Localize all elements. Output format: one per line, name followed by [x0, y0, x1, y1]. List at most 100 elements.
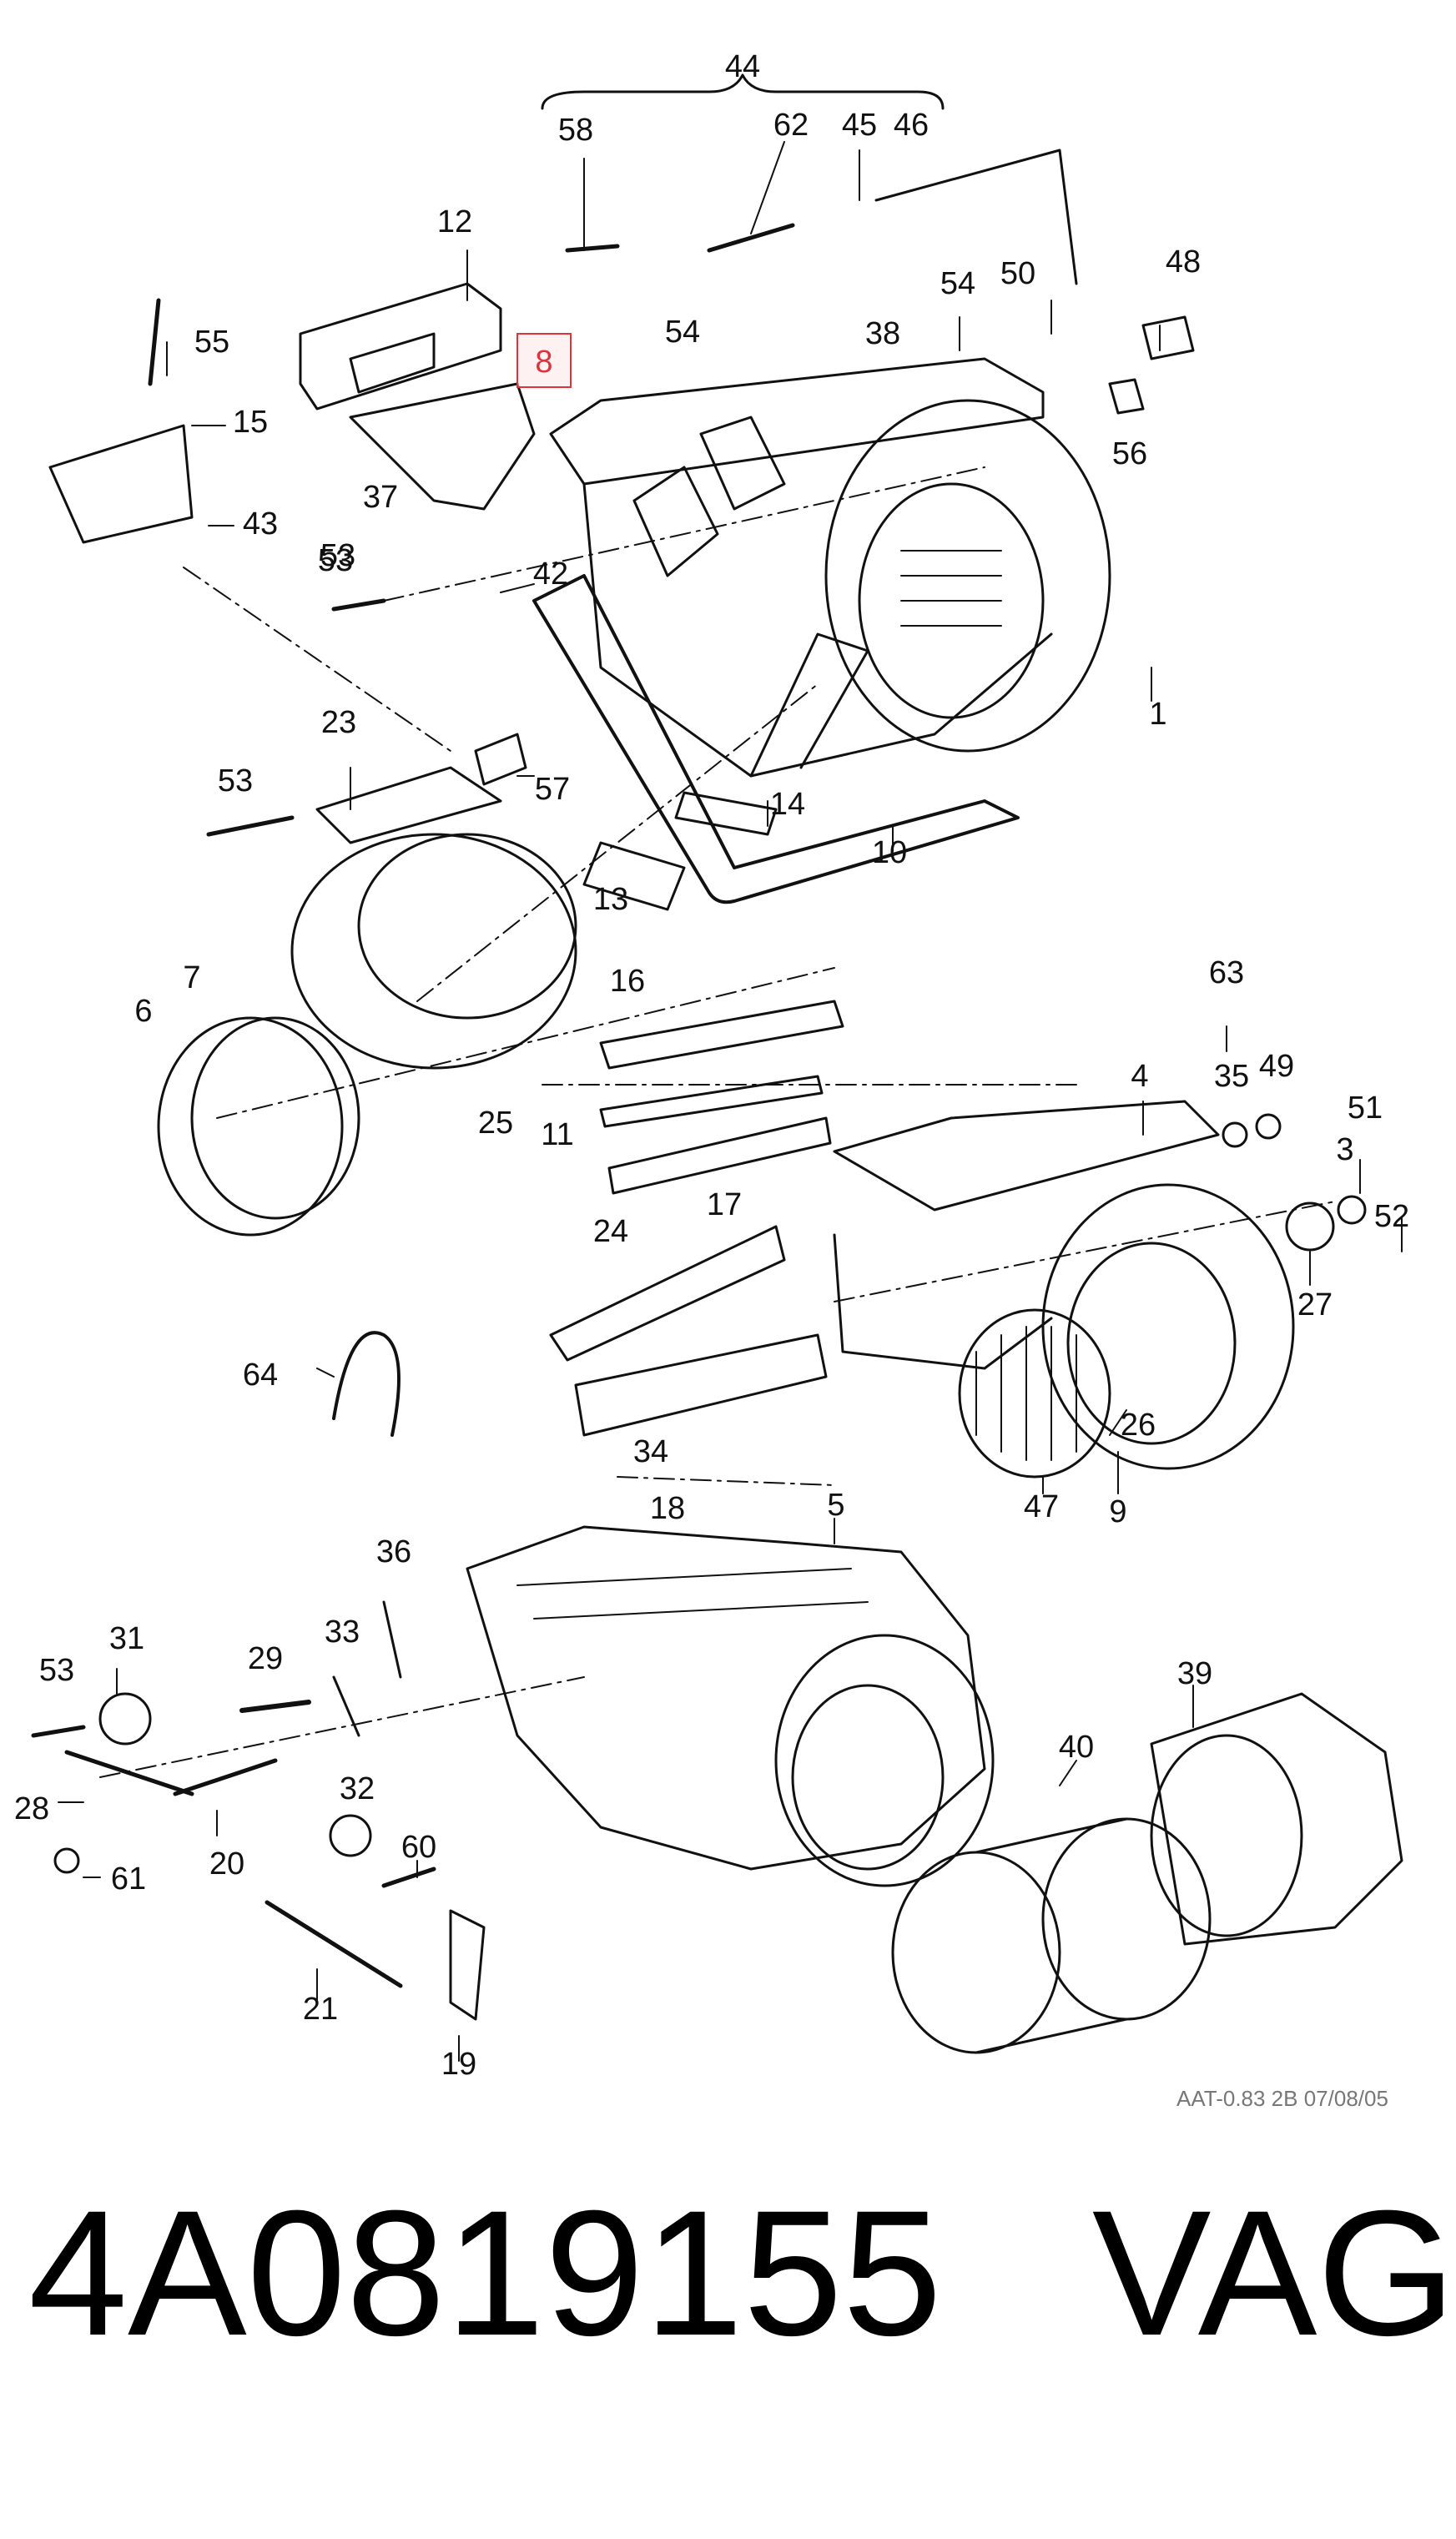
- blower-wheel-47: [958, 1308, 1111, 1479]
- callout-20: 20: [209, 1846, 244, 1882]
- callout-14: 14: [770, 787, 805, 822]
- callout-1: 1: [1149, 697, 1166, 732]
- flap-11: [599, 1075, 824, 1128]
- callout-53: 53: [218, 763, 253, 798]
- callout-48: 48: [1166, 244, 1201, 280]
- screw-53a: [206, 815, 295, 837]
- callout-50: 50: [1000, 256, 1035, 291]
- callout-23: 23: [321, 705, 356, 740]
- callout-28: 28: [14, 1791, 49, 1826]
- callout-62: 62: [773, 108, 809, 143]
- duct-ring-23: [290, 833, 577, 1070]
- callout-36: 36: [376, 1534, 411, 1569]
- callout-38: 38: [865, 316, 900, 351]
- callout-25: 25: [478, 1106, 513, 1141]
- linkage-28: [64, 1750, 194, 1796]
- hub-27: [1285, 1201, 1335, 1252]
- part-number: 4A0819155: [28, 2174, 942, 2373]
- callout-11: 11: [541, 1117, 573, 1152]
- callout-10: 10: [872, 835, 907, 870]
- flap-17: [607, 1116, 832, 1195]
- callout-55: 55: [194, 325, 229, 360]
- callout-45: 45: [842, 108, 877, 143]
- callout-13: 13: [593, 882, 628, 917]
- callout-61: 61: [111, 1861, 146, 1897]
- callout-40: 40: [1059, 1730, 1094, 1765]
- leader-lines: [58, 141, 1403, 2062]
- part-57: [474, 733, 527, 786]
- screw-62: [707, 223, 795, 253]
- bracket-43-15: [48, 424, 194, 544]
- callout-53: 53: [320, 538, 355, 573]
- callout-9: 9: [1109, 1494, 1126, 1529]
- callout-16: 16: [610, 964, 645, 999]
- bushing-32: [329, 1814, 372, 1857]
- callout-42: 42: [533, 557, 568, 592]
- callout-53: 53: [39, 1653, 74, 1688]
- lever-33: [332, 1675, 360, 1737]
- callout-53: 53: [318, 543, 353, 578]
- callout-4: 4: [1131, 1059, 1148, 1094]
- callout-5: 5: [827, 1488, 844, 1523]
- rod-58: [565, 244, 620, 253]
- callout-64: 64: [243, 1358, 278, 1393]
- callout-26: 26: [1121, 1408, 1156, 1443]
- brand-name: VAG: [1091, 2174, 1456, 2373]
- callout-3: 3: [1336, 1132, 1353, 1167]
- callout-19: 19: [441, 2047, 476, 2082]
- screw-53c: [31, 1725, 86, 1738]
- callout-39: 39: [1177, 1656, 1212, 1691]
- linkage-20: [173, 1758, 278, 1796]
- highlighted-callout: 8: [535, 345, 552, 380]
- exploded-parts-diagram: 8 44586245461255154354535048385456375342…: [14, 49, 1409, 2082]
- washer-61: [53, 1847, 80, 1874]
- callout-34: 34: [633, 1434, 668, 1469]
- washer-3: [1337, 1195, 1367, 1225]
- callout-57: 57: [535, 772, 570, 807]
- washer-35: [1222, 1121, 1248, 1148]
- callout-33: 33: [325, 1615, 360, 1650]
- clip-36: [382, 1600, 402, 1679]
- shaft-34: [574, 1333, 828, 1437]
- screw-60: [381, 1866, 436, 1888]
- filter-40: [891, 1851, 1061, 2054]
- callout-54: 54: [665, 315, 700, 350]
- callout-35: 35: [1214, 1059, 1249, 1094]
- callout-52: 52: [1374, 1199, 1409, 1234]
- callout-46: 46: [894, 108, 929, 143]
- flap-24: [549, 1225, 786, 1362]
- callout-58: 58: [558, 113, 593, 148]
- callout-56: 56: [1112, 436, 1147, 471]
- pin-29: [239, 1700, 311, 1713]
- callout-7: 7: [183, 960, 200, 995]
- callout-54: 54: [940, 266, 975, 301]
- rod-45-46: [874, 149, 1078, 285]
- gasket-10: [532, 574, 1020, 904]
- callout-6: 6: [134, 994, 152, 1029]
- callout-60: 60: [401, 1830, 436, 1865]
- screw-55: [148, 298, 161, 386]
- footer-note: AAT-0.83 2B 07/08/05: [1176, 2086, 1388, 2111]
- part-caption: 4A0819155 VAG: [28, 2169, 1456, 2378]
- callout-17: 17: [707, 1187, 742, 1222]
- callout-29: 29: [248, 1641, 283, 1676]
- grommet-31: [98, 1692, 152, 1746]
- linkage-21: [264, 1900, 403, 1988]
- bracket-44: [541, 73, 945, 110]
- callout-37: 37: [363, 480, 398, 515]
- lever-19: [449, 1909, 486, 2021]
- callout-15: 15: [233, 405, 268, 440]
- strip-13: [582, 841, 686, 911]
- callout-49: 49: [1259, 1049, 1294, 1084]
- middle-housing: [833, 1100, 1295, 1470]
- callout-44: 44: [725, 49, 760, 84]
- lower-housing: [466, 1525, 995, 1887]
- callout-21: 21: [303, 1992, 338, 2027]
- flap-16: [599, 1000, 844, 1070]
- callout-47: 47: [1024, 1489, 1059, 1524]
- callout-51: 51: [1348, 1091, 1383, 1126]
- callout-18: 18: [650, 1491, 685, 1526]
- callout-12: 12: [437, 204, 472, 239]
- callout-31: 31: [109, 1621, 144, 1656]
